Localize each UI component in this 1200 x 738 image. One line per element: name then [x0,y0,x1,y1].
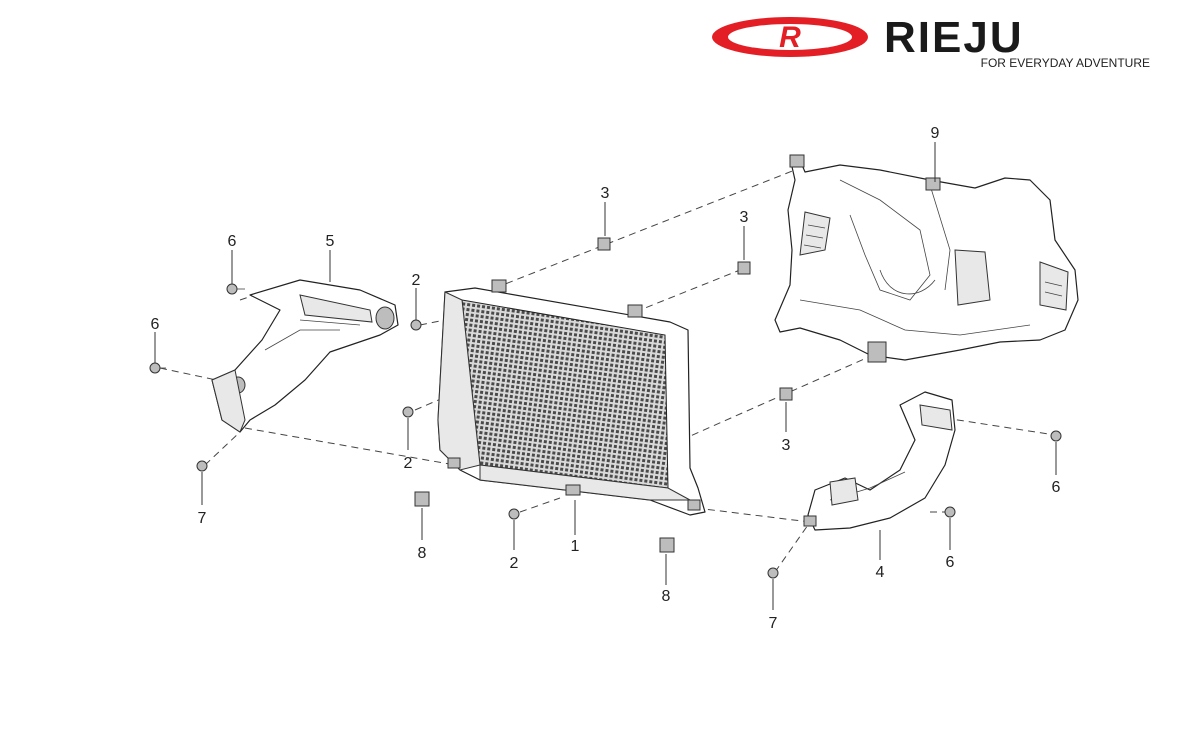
clip-nut-icon [597,237,611,251]
clip-nut-icon [737,261,751,275]
radiator [437,279,706,516]
clip-nut-icon [659,537,675,553]
label-part-6: 6 [228,233,237,250]
label-part-2: 2 [412,272,421,289]
label-part-7: 7 [198,510,207,527]
rieju-logo-mark-letter: R [779,21,801,54]
clip-nut-icon [779,387,793,401]
label-part-6: 6 [946,554,955,571]
clip-nut-icon [414,491,430,507]
screw-icon [1050,430,1062,442]
label-part-3: 3 [782,437,791,454]
screw-icon [226,283,245,295]
screw-icon [767,567,779,579]
leader-lines [154,142,1057,610]
screw-icon [944,506,956,518]
part-labels: 9 3 3 3 5 6 6 2 2 7 8 2 1 8 7 4 6 6 [151,125,1061,632]
left-side-cover [211,279,399,433]
label-part-9: 9 [931,125,940,142]
rieju-wordmark: RIEJU [884,13,1024,62]
label-part-6: 6 [1052,479,1061,496]
brand-tagline: FOR EVERYDAY ADVENTURE [981,56,1150,70]
label-part-8: 8 [418,545,427,562]
label-part-3: 3 [740,209,749,226]
rear-shroud [774,154,1079,363]
rieju-logo: R RIEJU FOR EVERYDAY ADVENTURE [712,13,1150,70]
label-part-3: 3 [601,185,610,202]
label-part-2: 2 [510,555,519,572]
label-part-7: 7 [769,615,778,632]
label-part-1: 1 [571,538,580,555]
label-part-2: 2 [404,455,413,472]
label-part-8: 8 [662,588,671,605]
screw-icon [149,362,166,374]
assembly-guide-lines [159,167,1056,573]
label-part-6: 6 [151,316,160,333]
screw-icon [508,508,520,520]
hardware [149,237,1062,579]
lower-right-cover [803,391,956,531]
screw-icon [410,319,422,331]
screw-icon [402,406,414,418]
label-part-5: 5 [326,233,335,250]
label-part-4: 4 [876,564,885,581]
screw-icon [196,460,208,472]
